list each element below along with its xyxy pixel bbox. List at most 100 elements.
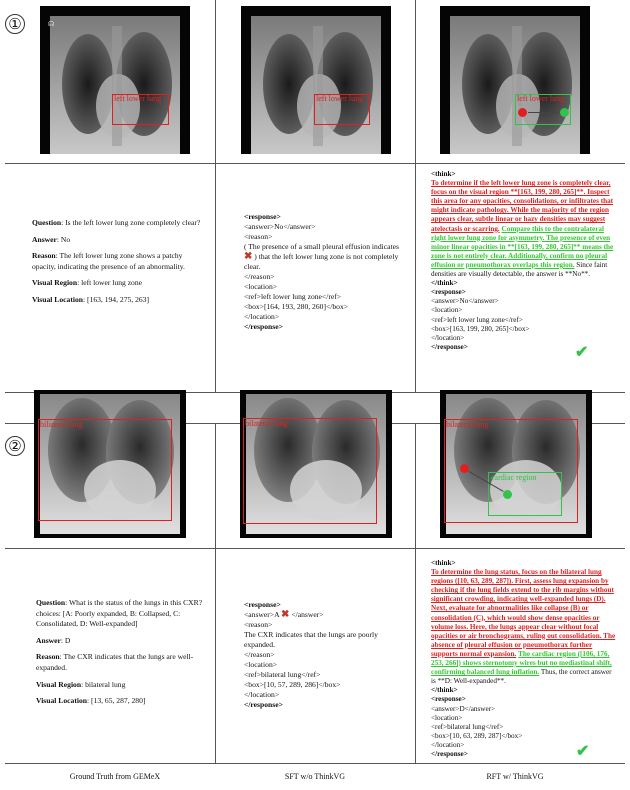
reason-text: : The left lower lung zone shows a patch… <box>32 251 185 271</box>
reasoning-plain: Since faint densities are visually detec… <box>431 260 608 279</box>
reason-close-tag: </reason> <box>244 272 275 281</box>
region-box-2c <box>444 419 578 523</box>
region-label-2c: bilateral lung <box>446 420 489 429</box>
location-open-tag: <location> <box>431 713 463 722</box>
region-label-1a: left lower lung <box>114 94 162 103</box>
location-close-tag: </location> <box>244 312 280 321</box>
location-text: : [163, 194, 275, 263] <box>82 294 150 304</box>
region-key: Visual Region <box>32 278 78 288</box>
caption-sft: SFT w/o ThinkVG <box>284 772 346 781</box>
region-box-2a <box>38 419 172 521</box>
answer-line: <answer>No</answer> <box>431 297 499 306</box>
reason-text-a: ( The presence of a small pleural effusi… <box>244 242 401 251</box>
reason-text-b: ) that the left lower lung zone is not c… <box>244 252 401 271</box>
example-number-1: ① <box>5 14 25 34</box>
reason-open-tag: <reason> <box>244 232 273 241</box>
answer-line: <answer>No</answer> <box>244 222 316 231</box>
divider <box>5 763 625 764</box>
location-text: : [13, 65, 287, 280] <box>86 696 146 706</box>
rft-response-2: <think> To determine the lung status, fo… <box>431 559 617 759</box>
location-close-tag: </location> <box>431 333 465 342</box>
cardiac-box-2c <box>488 472 562 516</box>
focus-arrow-1 <box>528 112 558 113</box>
response-close-tag: </response> <box>244 322 283 331</box>
sft-response-2: <response> <answer>A ✖ </answer> <reason… <box>244 600 404 710</box>
question-text: : Is the left lower lung zone completely… <box>61 218 201 227</box>
think-open-tag: <think> <box>431 170 456 178</box>
location-close-tag: </location> <box>244 690 280 699</box>
answer-text-b: </answer> <box>289 610 324 619</box>
reason-key: Reason <box>36 652 60 662</box>
check-icon: ✔ <box>576 743 590 760</box>
rft-response-1: <think> To determine if the left lower l… <box>431 170 617 352</box>
ground-truth-text-2: Question: What is the status of the lung… <box>36 598 206 713</box>
xray-image-1a: ☊ <box>40 6 190 154</box>
region-box-1b <box>314 94 370 125</box>
response-open-tag: <response> <box>244 600 281 609</box>
think-close-tag: </think> <box>431 686 458 695</box>
region-label-1b: left lower lung <box>316 94 364 103</box>
response-close-tag: </response> <box>244 700 283 709</box>
focus-dot-red-2 <box>460 464 469 473</box>
location-open-tag: <location> <box>244 282 278 291</box>
answer-line: <answer>A ✖ </answer> <box>244 610 404 620</box>
answer-text-a: <answer>A <box>244 610 282 619</box>
divider <box>215 0 216 392</box>
xray-image-2b <box>240 390 392 538</box>
check-icon: ✔ <box>575 344 589 361</box>
response-open-tag: <response> <box>244 212 281 221</box>
answer-key: Answer <box>32 234 57 244</box>
divider <box>415 423 416 763</box>
reason-line: ( The presence of a small pleural effusi… <box>244 242 404 272</box>
box-line: <box>[10, 57, 289, 286]</box> <box>244 680 341 689</box>
cardiac-label-2c: cardiac region <box>491 473 537 482</box>
answer-text: : No <box>56 234 71 244</box>
xray-image-1c <box>440 6 590 154</box>
divider <box>5 548 625 549</box>
reason-text: : The CXR indicates that the lungs are w… <box>36 652 194 672</box>
answer-key: Answer <box>36 635 61 645</box>
divider <box>5 163 625 164</box>
box-line: <box>[163, 199, 280, 265]</box> <box>431 324 530 333</box>
svg-text:☊: ☊ <box>48 20 54 28</box>
response-close-tag: </response> <box>431 342 468 351</box>
question-text: : What is the status of the lungs in thi… <box>36 598 203 629</box>
question-key: Question <box>32 218 62 227</box>
cross-icon: ✖ <box>281 609 290 620</box>
reason-line: The CXR indicates that the lungs are poo… <box>244 630 380 649</box>
region-text: : bilateral lung <box>81 679 126 689</box>
cross-icon: ✖ <box>244 251 253 262</box>
response-open-tag: <response> <box>431 288 466 297</box>
reasoning-green: Compare this to the contralateral right … <box>431 224 614 269</box>
reasoning-red: To determine if the left lower lung zone… <box>431 179 614 233</box>
response-close-tag: </response> <box>431 749 468 758</box>
ref-line: <ref>left lower lung zone</ref> <box>431 315 523 324</box>
location-close-tag: </location> <box>431 740 465 749</box>
box-line: <box>[164, 193, 280, 260]</box> <box>244 302 349 311</box>
answer-line: <answer>D</answer> <box>431 704 496 713</box>
reasoning-green: The cardiac region ([106, 176, 253, 266]… <box>431 649 612 677</box>
focus-dot-green-1 <box>560 108 569 117</box>
region-box-2b <box>243 418 377 524</box>
ref-line: <ref>left lower lung zone</ref> <box>244 292 342 301</box>
reasoning-plain: Thus, the correct answer is **D: Well-ex… <box>431 668 612 686</box>
think-close-tag: </think> <box>431 279 458 288</box>
caption-ground-truth: Ground Truth from GEMeX <box>69 772 161 781</box>
xray-image-2a <box>34 390 186 538</box>
caption-rft: RFT w/ ThinkVG <box>486 772 544 781</box>
region-label-2a: bilateral lung <box>40 420 83 429</box>
ref-line: <ref>bilateral lung</ref> <box>244 670 321 679</box>
reasoning-red: To determine the lung status, focus on t… <box>431 568 616 658</box>
region-box-1c <box>515 94 571 125</box>
region-label-2b: bilateral lung <box>245 419 288 428</box>
focus-dot-green-2 <box>503 490 512 499</box>
xray-image-2c <box>440 390 592 538</box>
response-open-tag: <response> <box>431 695 466 704</box>
ground-truth-text-1: Question: Is the left lower lung zone co… <box>32 218 204 312</box>
location-open-tag: <location> <box>431 306 463 315</box>
answer-text: : D <box>60 635 71 645</box>
location-open-tag: <location> <box>244 660 278 669</box>
region-key: Visual Region <box>36 679 82 689</box>
reason-key: Reason <box>32 251 56 261</box>
divider <box>215 423 216 763</box>
